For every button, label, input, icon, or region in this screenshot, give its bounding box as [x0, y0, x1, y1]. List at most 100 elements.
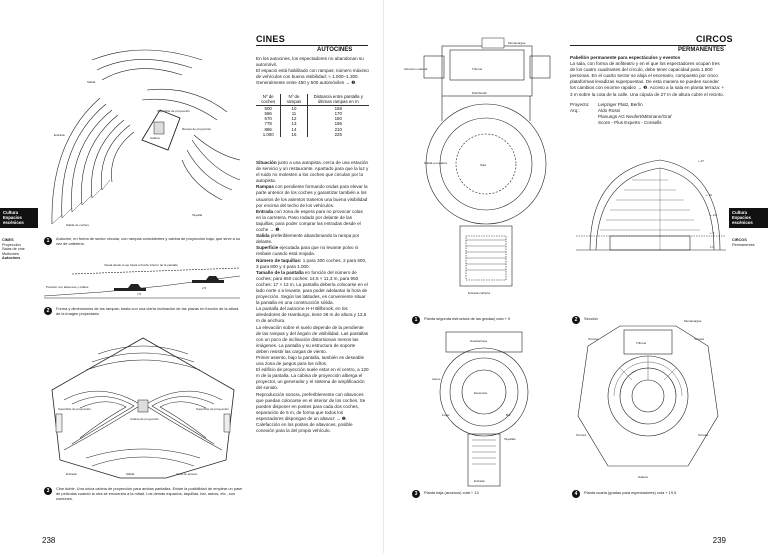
side-index-active[interactable]: Permanentes [732, 242, 755, 247]
side-index: CIRCOS Permanentes [732, 238, 768, 247]
paragraph-text: La elevación sobre el suelo depende de l… [256, 324, 369, 354]
page-subtitle: AUTOCINES [317, 47, 353, 53]
page-subtitle: PERMANENTES [678, 47, 725, 53]
page-title: CIRCOS [696, 34, 733, 44]
section-tab[interactable]: Cultura Espacios escénicos [0, 208, 38, 228]
cars-table-grid: Nº de coches Nº de rampas Distancia entr… [256, 94, 369, 138]
credit-line: Score - Plus Experts - Consells [598, 119, 662, 125]
fig4-number: 4 [572, 490, 580, 498]
side-index-item[interactable]: Salas de cine [2, 247, 25, 252]
paragraph-text: El edificio de proyección suele estar en… [256, 367, 369, 391]
fig2-label-l4: + 9 [710, 231, 715, 235]
body-text-column: Situación junto a una autopista, cerca d… [256, 160, 369, 434]
fig4-label-terraza2: Terraza [694, 337, 704, 341]
fig1-svg: Montacargas Almacén material Tribuna Dis… [404, 37, 551, 295]
page-title: CINES [256, 34, 286, 44]
side-index-item[interactable]: Multicines [2, 251, 19, 256]
body-paragraph: Primer asiento, bajo la pantalla, tambié… [256, 355, 369, 367]
right-page: CIRCOS PERMANENTES Cultura Espacios escé… [384, 0, 768, 553]
section-tab-line: Cultura [3, 210, 19, 215]
intro-title: Pabellón permanente para espectáculos y … [570, 55, 681, 60]
fig3-label-cabina: Cabina de proyección [130, 417, 159, 421]
side-index-heading: CIRCOS [732, 238, 747, 242]
paragraph-lead: Salida [256, 233, 270, 239]
fig3-label-aseos: Aseos [432, 377, 441, 381]
section-tab-line: Cultura [732, 210, 748, 215]
fig1-label-entrada: Entrada [54, 133, 65, 137]
cars-table: Nº de coches Nº de rampas Distancia entr… [256, 94, 369, 138]
title-rule [256, 45, 368, 46]
fig3-label-foyer: Foyer [442, 413, 450, 417]
credit-line: Proyecto:Leipziger Platz, Berlín [570, 101, 643, 107]
fig3-svg: Superficie de proyección Superficie de p… [51, 337, 235, 479]
fig1-label-superficie: Superficie de proyección [157, 109, 190, 113]
paragraph-text: Calefacción en los postes de altavoces, … [256, 422, 353, 434]
paragraph-text: en función del número de coches; para 65… [256, 269, 368, 306]
body-paragraph: Salida preferiblemente abandonando la ra… [256, 233, 369, 245]
paragraph-text: con zona de espera para no provocar cola… [256, 208, 363, 233]
side-index-active[interactable]: Autocines [2, 256, 21, 261]
body-paragraph: El edificio de proyección suele estar en… [256, 367, 369, 391]
fig3-label-sup1: Superficie de proyección [58, 407, 91, 411]
fig1-label-salida: Salida a escalera [424, 161, 447, 165]
credits: Proyecto:Leipziger Platz, Berlín Arq.:Al… [570, 102, 726, 126]
fig2-number: 2 [572, 316, 580, 324]
body-paragraph: Rampas con pendiente formando ondas para… [256, 184, 369, 208]
fig3-label-sup2: Superficie de proyección [196, 407, 229, 411]
fig2-svg: Visual desde el ojo hasta el borde infer… [43, 263, 241, 299]
credit-line: Planungs AG Neufert/Mittmann/Graf [598, 113, 672, 119]
fig3-ground-floor-plan: Guardarropa Escenario Foyer Taquillas En… [402, 330, 564, 490]
fig4-label-terraza3: Terraza [576, 433, 586, 437]
fig1-caption: Planta segunda estructura de las gradas)… [424, 316, 511, 321]
fig2-label-visual: Visual desde el ojo hasta el borde infer… [104, 263, 178, 267]
intro-block: Pabellón permanente para espectáculos y … [570, 55, 726, 126]
paragraph-lead: Entrada [256, 208, 274, 214]
paragraph-lead: Situación [256, 160, 277, 165]
fig2-label-l3: + 14 [710, 213, 716, 217]
section-tab-line: Espacios [3, 215, 22, 221]
fig3-number: 3 [44, 487, 52, 495]
table-header: Distancia entre pantalla y últimas rampa… [306, 94, 369, 106]
title-rule [570, 45, 726, 46]
fig2-label-l5: ± 0 [710, 245, 714, 249]
fig1-label-tribuna: Tribuna [472, 67, 482, 71]
fig3-label-salida: Salida [126, 472, 135, 476]
body-paragraph: Número de taquillas: 1 para 300 coches, … [256, 258, 369, 270]
paragraph-lead: Superficie [256, 245, 279, 251]
page-number: 238 [42, 536, 56, 545]
fig4-label-tribuna: Tribuna [636, 341, 646, 345]
paragraph-text: La pantalla del autocine H-H Billbrook, … [256, 306, 367, 324]
intro-text: La sala, con forma de anfiteatro y en el… [570, 61, 725, 97]
paragraph-text: 1 para 300 coches, 2 para 600, 3 para 80… [256, 257, 367, 269]
body-paragraph: Tamaño de la pantalla en función del núm… [256, 270, 369, 307]
section-tab-line: escénicos [732, 220, 753, 226]
fig4-caption: Planta cuarta (gradas para espectadores)… [584, 490, 677, 495]
section-tab[interactable]: Cultura Espacios escénicos [729, 208, 768, 228]
fig3-double-drive-in-plan: Superficie de proyección Superficie de p… [46, 330, 240, 482]
intro-paragraph: En los autocines, los espectadores no ab… [256, 56, 364, 68]
table-header: Nº de coches [256, 94, 281, 106]
fig1-label-sala: Sala [480, 163, 486, 167]
side-index-heading: CINES [2, 238, 14, 242]
fig1-label-almacen: Almacén material [404, 67, 428, 71]
fig2-number: 2 [44, 307, 52, 315]
section-tab-line: Espacios [732, 215, 751, 221]
body-paragraph: La elevación sobre el suelo depende de l… [256, 325, 369, 355]
fig1-label-distribuidor: Distribuidor [472, 91, 487, 95]
fig3-label-zona: Zona de acceso [176, 472, 198, 476]
credit-line: Arq.:Aldo Rossi [570, 107, 620, 113]
paragraph-text: Reproducción sonora, preferiblemente con… [256, 391, 366, 421]
paragraph-text: ejecutada para que no levante polvo ni r… [256, 245, 359, 257]
fig4-label-galeria: Galería [638, 475, 648, 479]
fig1-label-entrada: Entrada cubierta [468, 291, 490, 295]
side-index-item[interactable]: Proyección [2, 242, 21, 247]
paragraph-lead: Tamaño de la pantalla [256, 269, 304, 275]
fig2-label-l2: + 19 [706, 193, 712, 197]
body-paragraph: Superficie ejecutada para que no levante… [256, 245, 369, 257]
paragraph-text: Primer asiento, bajo la pantalla, tambié… [256, 355, 365, 367]
